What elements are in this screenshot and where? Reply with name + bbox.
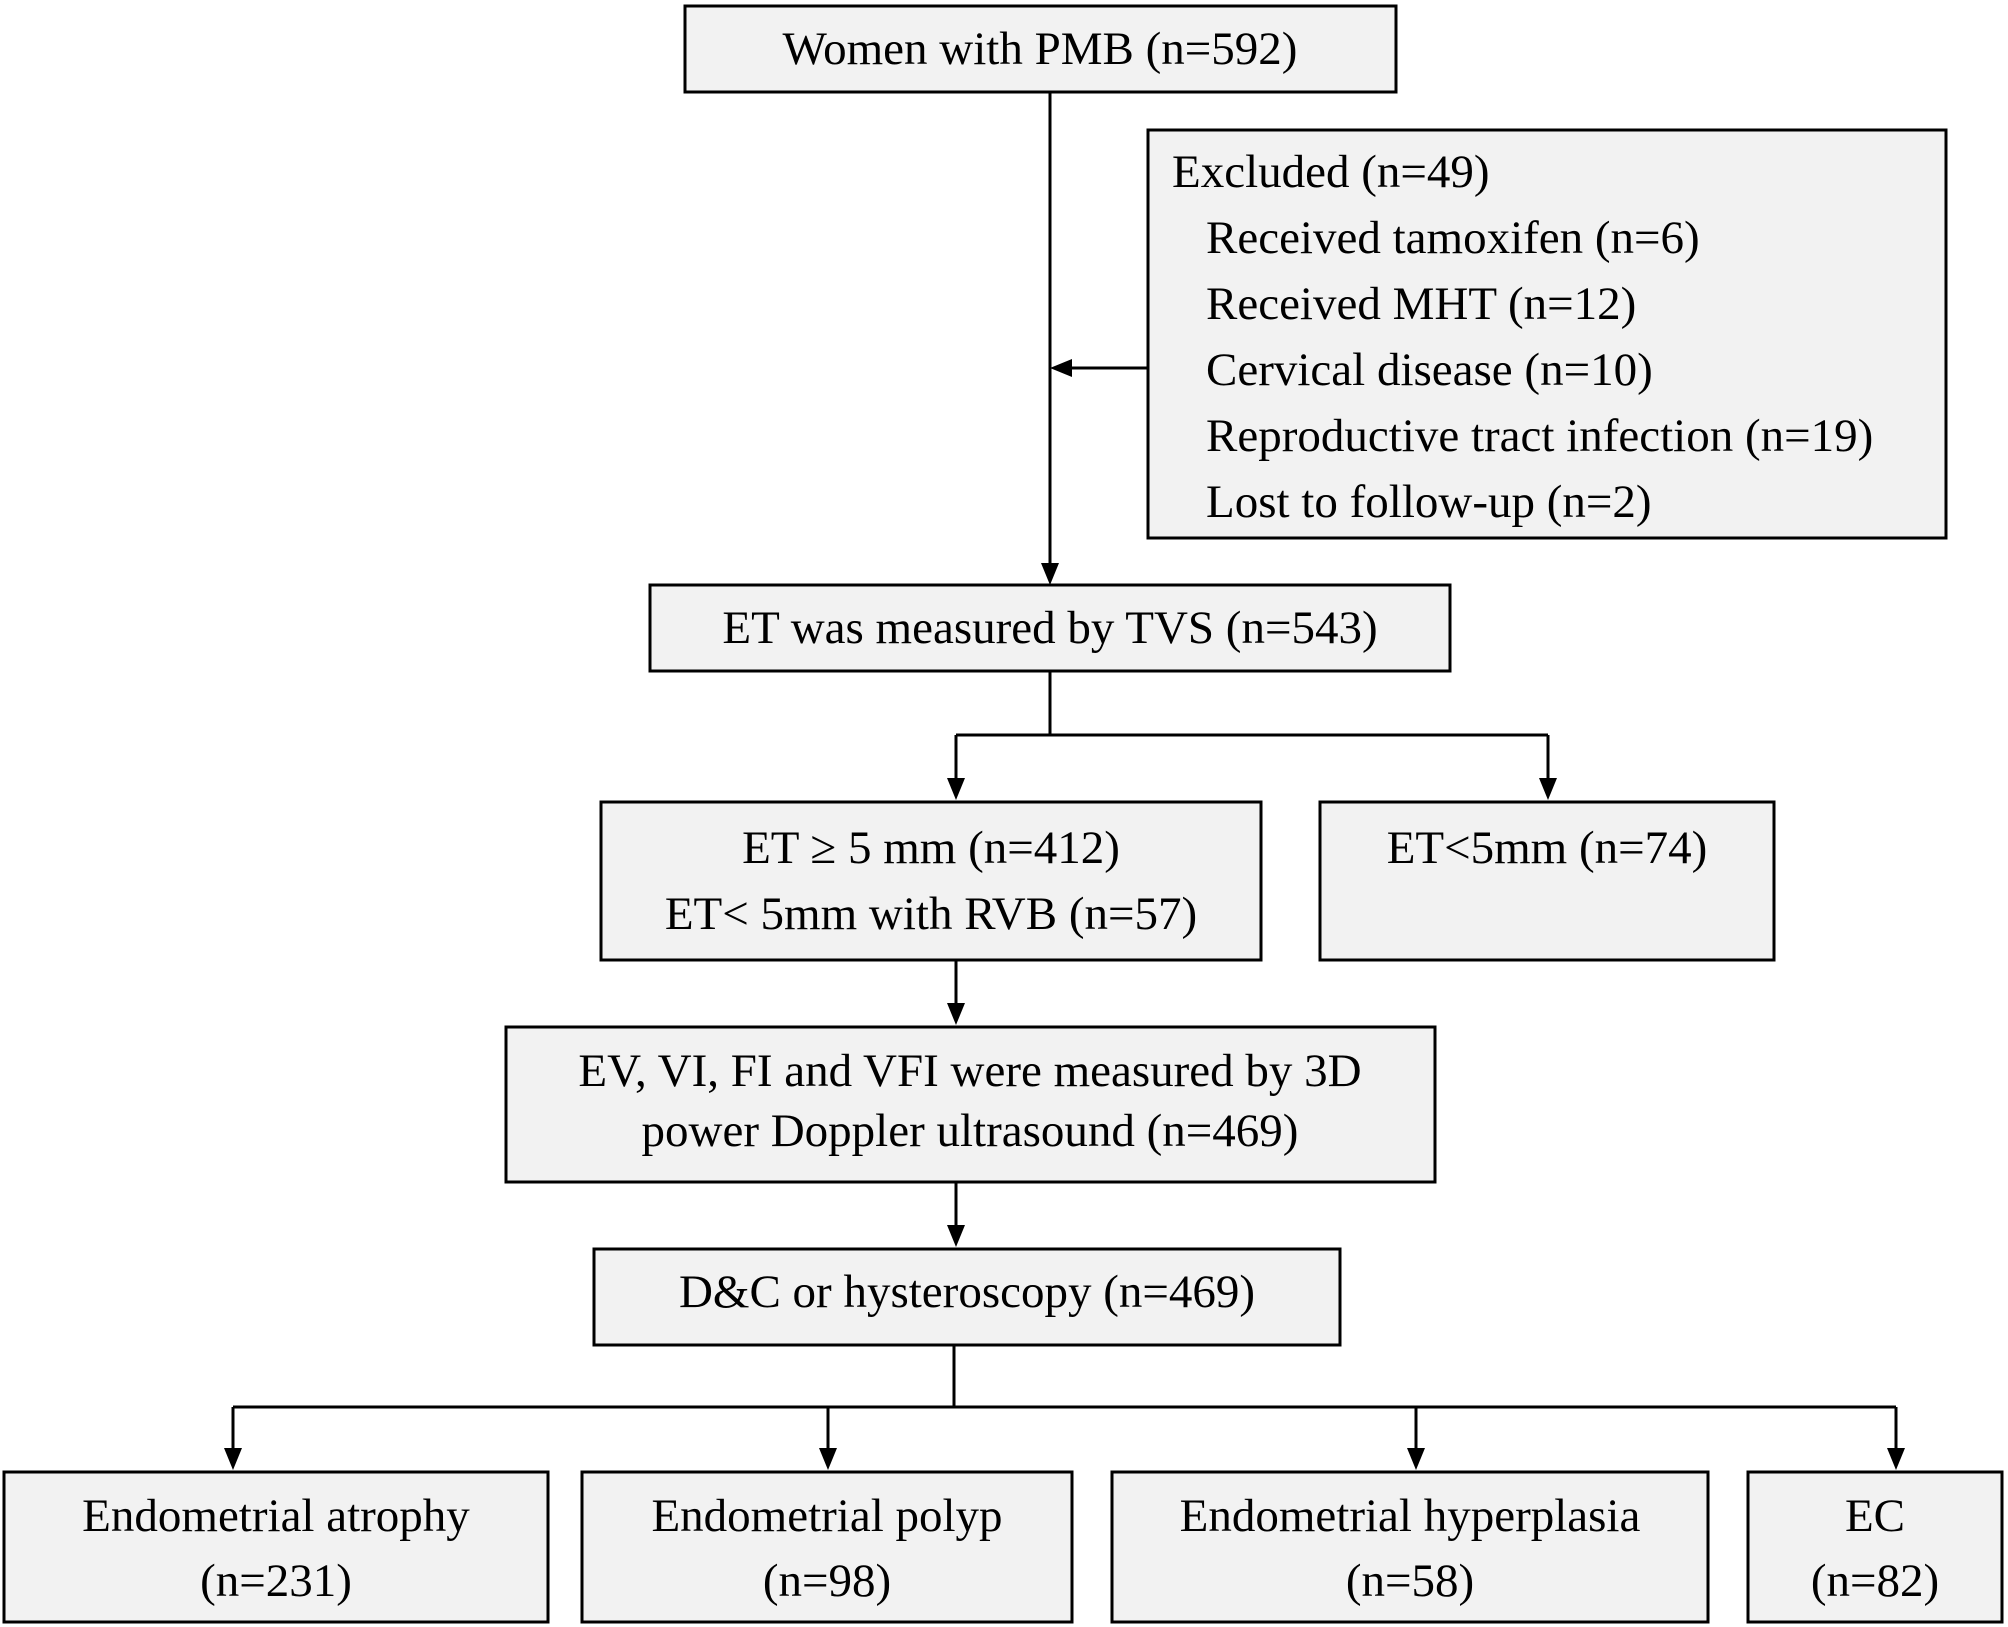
box-atrophy-line1: Endometrial atrophy	[82, 1490, 470, 1542]
box-et-ge5-line1: ET ≥ 5 mm (n=412)	[742, 822, 1120, 874]
box-hyperplasia-line1: Endometrial hyperplasia	[1180, 1490, 1641, 1542]
box-et-ge5-line2: ET< 5mm with RVB (n=57)	[665, 888, 1197, 940]
arrowhead-to-polyp	[819, 1448, 837, 1470]
box-polyp-line1: Endometrial polyp	[651, 1490, 1002, 1542]
excluded-item: Received tamoxifen (n=6)	[1206, 212, 1700, 264]
arrowhead-to-doppler	[947, 1003, 965, 1025]
arrowheads	[224, 359, 1905, 1470]
box-et-lt5-text: ET<5mm (n=74)	[1387, 822, 1708, 874]
arrowhead-excluded	[1050, 359, 1072, 377]
excluded-item: Lost to follow-up (n=2)	[1206, 476, 1652, 528]
box-ec-line2: (n=82)	[1811, 1555, 1939, 1607]
box-atrophy-line2: (n=231)	[200, 1555, 352, 1607]
excluded-item: Received MHT (n=12)	[1206, 278, 1636, 330]
box-hyperplasia-line2: (n=58)	[1346, 1555, 1474, 1607]
arrowhead-to-hyperplasia	[1407, 1448, 1425, 1470]
box-hyperplasia: Endometrial hyperplasia (n=58)	[1110, 1470, 1710, 1624]
box-women: Women with PMB (n=592)	[683, 4, 1398, 94]
box-ec: EC (n=82)	[1746, 1470, 2004, 1624]
arrowhead-to-tvs	[1041, 563, 1059, 585]
box-ec-line1: EC	[1845, 1490, 1905, 1542]
box-doppler: EV, VI, FI and VFI were measured by 3D p…	[504, 1025, 1437, 1184]
box-polyp-line2: (n=98)	[763, 1555, 891, 1607]
arrowhead-to-et-ge5	[947, 778, 965, 800]
box-women-text: Women with PMB (n=592)	[783, 23, 1298, 75]
excluded-item: Reproductive tract infection (n=19)	[1206, 410, 1873, 462]
box-dc: D&C or hysteroscopy (n=469)	[592, 1247, 1342, 1347]
arrowhead-to-ec	[1887, 1448, 1905, 1470]
arrowhead-to-dc	[947, 1225, 965, 1247]
box-dc-text: D&C or hysteroscopy (n=469)	[679, 1266, 1255, 1318]
arrowhead-to-atrophy	[224, 1448, 242, 1470]
box-atrophy: Endometrial atrophy (n=231)	[2, 1470, 550, 1624]
box-doppler-line2: power Doppler ultrasound (n=469)	[642, 1105, 1299, 1157]
connectors	[231, 92, 1898, 1450]
box-tvs-text: ET was measured by TVS (n=543)	[722, 602, 1377, 654]
excluded-title: Excluded (n=49)	[1172, 146, 1490, 198]
box-et-lt5: ET<5mm (n=74)	[1318, 800, 1776, 962]
box-excluded: Excluded (n=49) Received tamoxifen (n=6)…	[1146, 128, 1948, 540]
box-et-ge5: ET ≥ 5 mm (n=412) ET< 5mm with RVB (n=57…	[599, 800, 1263, 962]
box-polyp: Endometrial polyp (n=98)	[580, 1470, 1074, 1624]
excluded-item: Cervical disease (n=10)	[1206, 344, 1653, 396]
arrowhead-to-et-lt5	[1539, 778, 1557, 800]
box-tvs: ET was measured by TVS (n=543)	[648, 583, 1452, 673]
box-doppler-line1: EV, VI, FI and VFI were measured by 3D	[578, 1045, 1361, 1097]
